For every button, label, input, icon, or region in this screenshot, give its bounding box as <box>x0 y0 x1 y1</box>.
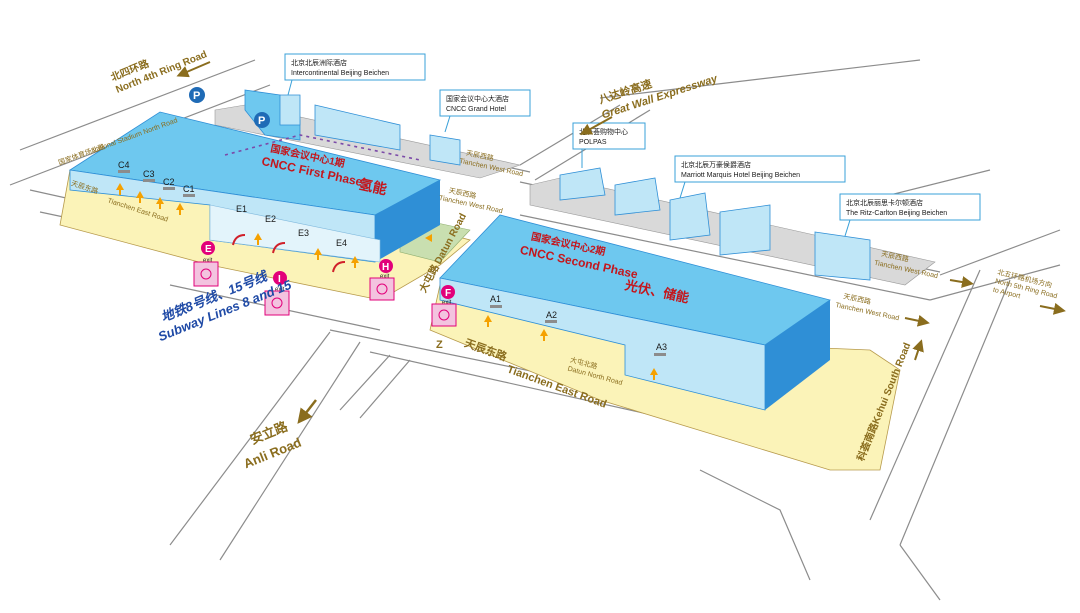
hotel-intercontinental-en: Intercontinental Beijing Beichen <box>291 70 389 77</box>
flow-arrows <box>232 234 346 273</box>
metro-icon <box>271 297 283 309</box>
gate-c1: C1 <box>183 184 195 194</box>
subway-exit-f: F exit <box>431 285 457 327</box>
gate-a2: A2 <box>546 310 557 320</box>
walkway <box>224 134 421 161</box>
gate-a3: A3 <box>656 342 667 352</box>
parking-icon <box>254 112 270 128</box>
arrow-great-wall <box>579 116 613 135</box>
hotel-grand-en: CNCC Grand Hotel <box>446 106 506 113</box>
hotel-intercontinental-cn: 北京北辰洲际酒店 <box>291 58 347 67</box>
north-marker: Z <box>436 339 443 351</box>
gate-e2: E2 <box>265 214 276 224</box>
arrow-tianchen-west-3 <box>949 276 974 288</box>
svg-text:I: I <box>278 274 281 285</box>
subway-exit-i: I exit <box>264 271 290 316</box>
gate-e1: E1 <box>236 204 247 214</box>
gate-c3: C3 <box>143 169 155 179</box>
road-tianchen-west-2: 天辰西路 Tianchen West Road <box>438 186 503 215</box>
metro-icon <box>438 309 450 321</box>
road-tianchen-west-4: 天辰西路 Tianchen West Road <box>835 291 900 322</box>
gate-e3: E3 <box>298 228 309 238</box>
arrow-tianchen-west-4 <box>904 314 930 327</box>
metro-icon <box>376 283 388 295</box>
gate-markers <box>118 170 666 356</box>
subway-exit-h: H exit <box>369 259 395 301</box>
mall-polpas-en: POLPAS <box>579 139 607 146</box>
hall-phase1 <box>68 111 442 263</box>
callout-ritz: 北京北辰丽思卡尔顿酒店 The Ritz-Carlton Beijing Bei… <box>839 193 981 237</box>
svg-text:F: F <box>445 288 451 299</box>
entrance-arrows <box>116 183 658 380</box>
svg-text:P: P <box>193 90 200 102</box>
svg-text:H: H <box>382 262 389 273</box>
arrow-anli <box>297 399 317 424</box>
svg-text:E: E <box>205 244 212 255</box>
svg-text:exit: exit <box>380 274 390 280</box>
hotel-ritz-en: The Ritz-Carlton Beijing Beichen <box>846 210 947 217</box>
arrow-kehui <box>912 339 924 361</box>
arrow-north4 <box>176 61 211 78</box>
svg-text:exit: exit <box>275 287 285 293</box>
gate-labels: C4 C3 C2 C1 E1 E2 E3 E4 A1 A2 A3 <box>118 160 667 352</box>
mall-polpas-cn: 北辰荟购物中心 <box>579 127 628 136</box>
subway-exit-e: E exit <box>193 241 219 287</box>
gate-e4: E4 <box>336 238 347 248</box>
arrow-north5 <box>1039 302 1066 315</box>
hotel-marriott-en: Marriott Marquis Hotel Beijing Beichen <box>681 172 800 179</box>
phase1-tag: 氢能 <box>358 176 389 197</box>
gate-c2: C2 <box>163 177 175 187</box>
svg-text:exit: exit <box>442 300 452 306</box>
svg-text:exit: exit <box>203 258 213 264</box>
road-great-wall: 八达岭高速 Great Wall Expressway <box>596 72 720 121</box>
metro-icon <box>200 268 212 280</box>
svg-text:P: P <box>258 115 265 127</box>
hall-phase2 <box>439 214 831 411</box>
road-anli: 安立路 Anli Road <box>241 418 303 471</box>
callout-marriott: 北京北辰万豪侯爵酒店 Marriott Marquis Hotel Beijin… <box>674 155 846 199</box>
hotel-ritz-cn: 北京北辰丽思卡尔顿酒店 <box>846 198 923 207</box>
hotel-buildings <box>244 89 871 281</box>
gate-c4: C4 <box>118 160 130 170</box>
callout-grand-hotel: 国家会议中心大酒店 CNCC Grand Hotel <box>439 89 531 133</box>
road-north4: 北四环路 North 4th Ring Road <box>109 49 209 96</box>
callout-polpas: 北辰荟购物中心 POLPAS <box>572 122 646 168</box>
parking-icon <box>189 87 205 103</box>
callout-intercontinental: 北京北辰洲际酒店 Intercontinental Beijing Beiche… <box>284 53 426 96</box>
hotel-marriott-cn: 北京北辰万豪侯爵酒店 <box>681 160 751 169</box>
gate-a1: A1 <box>490 294 501 304</box>
parking-icons: P P <box>189 87 270 128</box>
hotel-grand-cn: 国家会议中心大酒店 <box>446 94 509 103</box>
